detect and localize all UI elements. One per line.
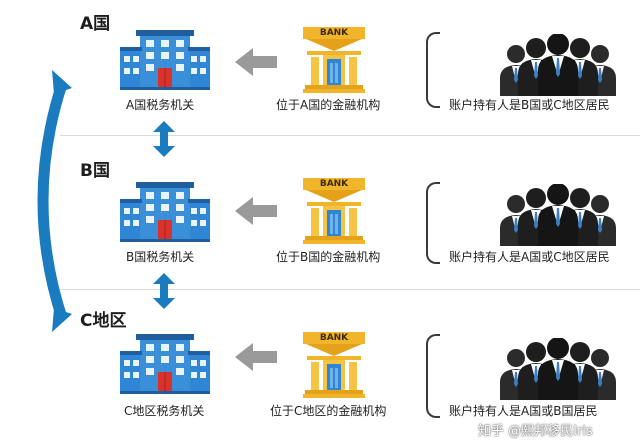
divider bbox=[60, 289, 640, 290]
vertical-double-arrow-icon bbox=[153, 121, 175, 157]
institution-label: 位于A国的金融机构 bbox=[276, 98, 381, 112]
brace bbox=[426, 182, 440, 264]
section-label: A国 bbox=[80, 14, 111, 34]
section-label: C地区 bbox=[80, 311, 127, 331]
institution-label: 位于B国的金融机构 bbox=[276, 250, 381, 264]
left-arrow-icon bbox=[235, 343, 277, 371]
tax-office-label: B国税务机关 bbox=[126, 250, 195, 264]
bank-sign-text: BANK bbox=[319, 333, 349, 343]
tax-office-label: A国税务机关 bbox=[126, 98, 195, 112]
tax-office-building-icon bbox=[120, 332, 210, 394]
bank-icon: BANK bbox=[303, 332, 365, 398]
bank-icon: BANK bbox=[303, 27, 365, 93]
section-label: B国 bbox=[80, 161, 110, 181]
account-holder-label: 账户持有人是A国或B国居民 bbox=[449, 404, 598, 418]
brace bbox=[426, 32, 440, 108]
vertical-double-arrow-icon bbox=[153, 273, 175, 309]
account-holder-label: 账户持有人是A国或C地区居民 bbox=[449, 250, 610, 264]
institution-label: 位于C地区的金融机构 bbox=[270, 404, 387, 418]
tax-office-building-icon bbox=[120, 28, 210, 90]
double-curved-arrow bbox=[37, 70, 72, 332]
bank-sign-text: BANK bbox=[319, 28, 349, 38]
account-holders-icon bbox=[496, 34, 620, 96]
watermark-text: 知乎 @熙邦移民Iris bbox=[478, 424, 593, 439]
bank-icon: BANK bbox=[303, 178, 365, 244]
account-holders-icon bbox=[496, 184, 620, 246]
brace bbox=[426, 334, 440, 418]
divider bbox=[60, 135, 640, 136]
bank-sign-text: BANK bbox=[319, 179, 349, 189]
left-arrow-icon bbox=[235, 197, 277, 225]
account-holders-icon bbox=[496, 338, 620, 400]
left-arrow-icon bbox=[235, 48, 277, 76]
tax-office-label: C地区税务机关 bbox=[124, 404, 205, 418]
account-holder-label: 账户持有人是B国或C地区居民 bbox=[449, 98, 610, 112]
tax-office-building-icon bbox=[120, 180, 210, 242]
